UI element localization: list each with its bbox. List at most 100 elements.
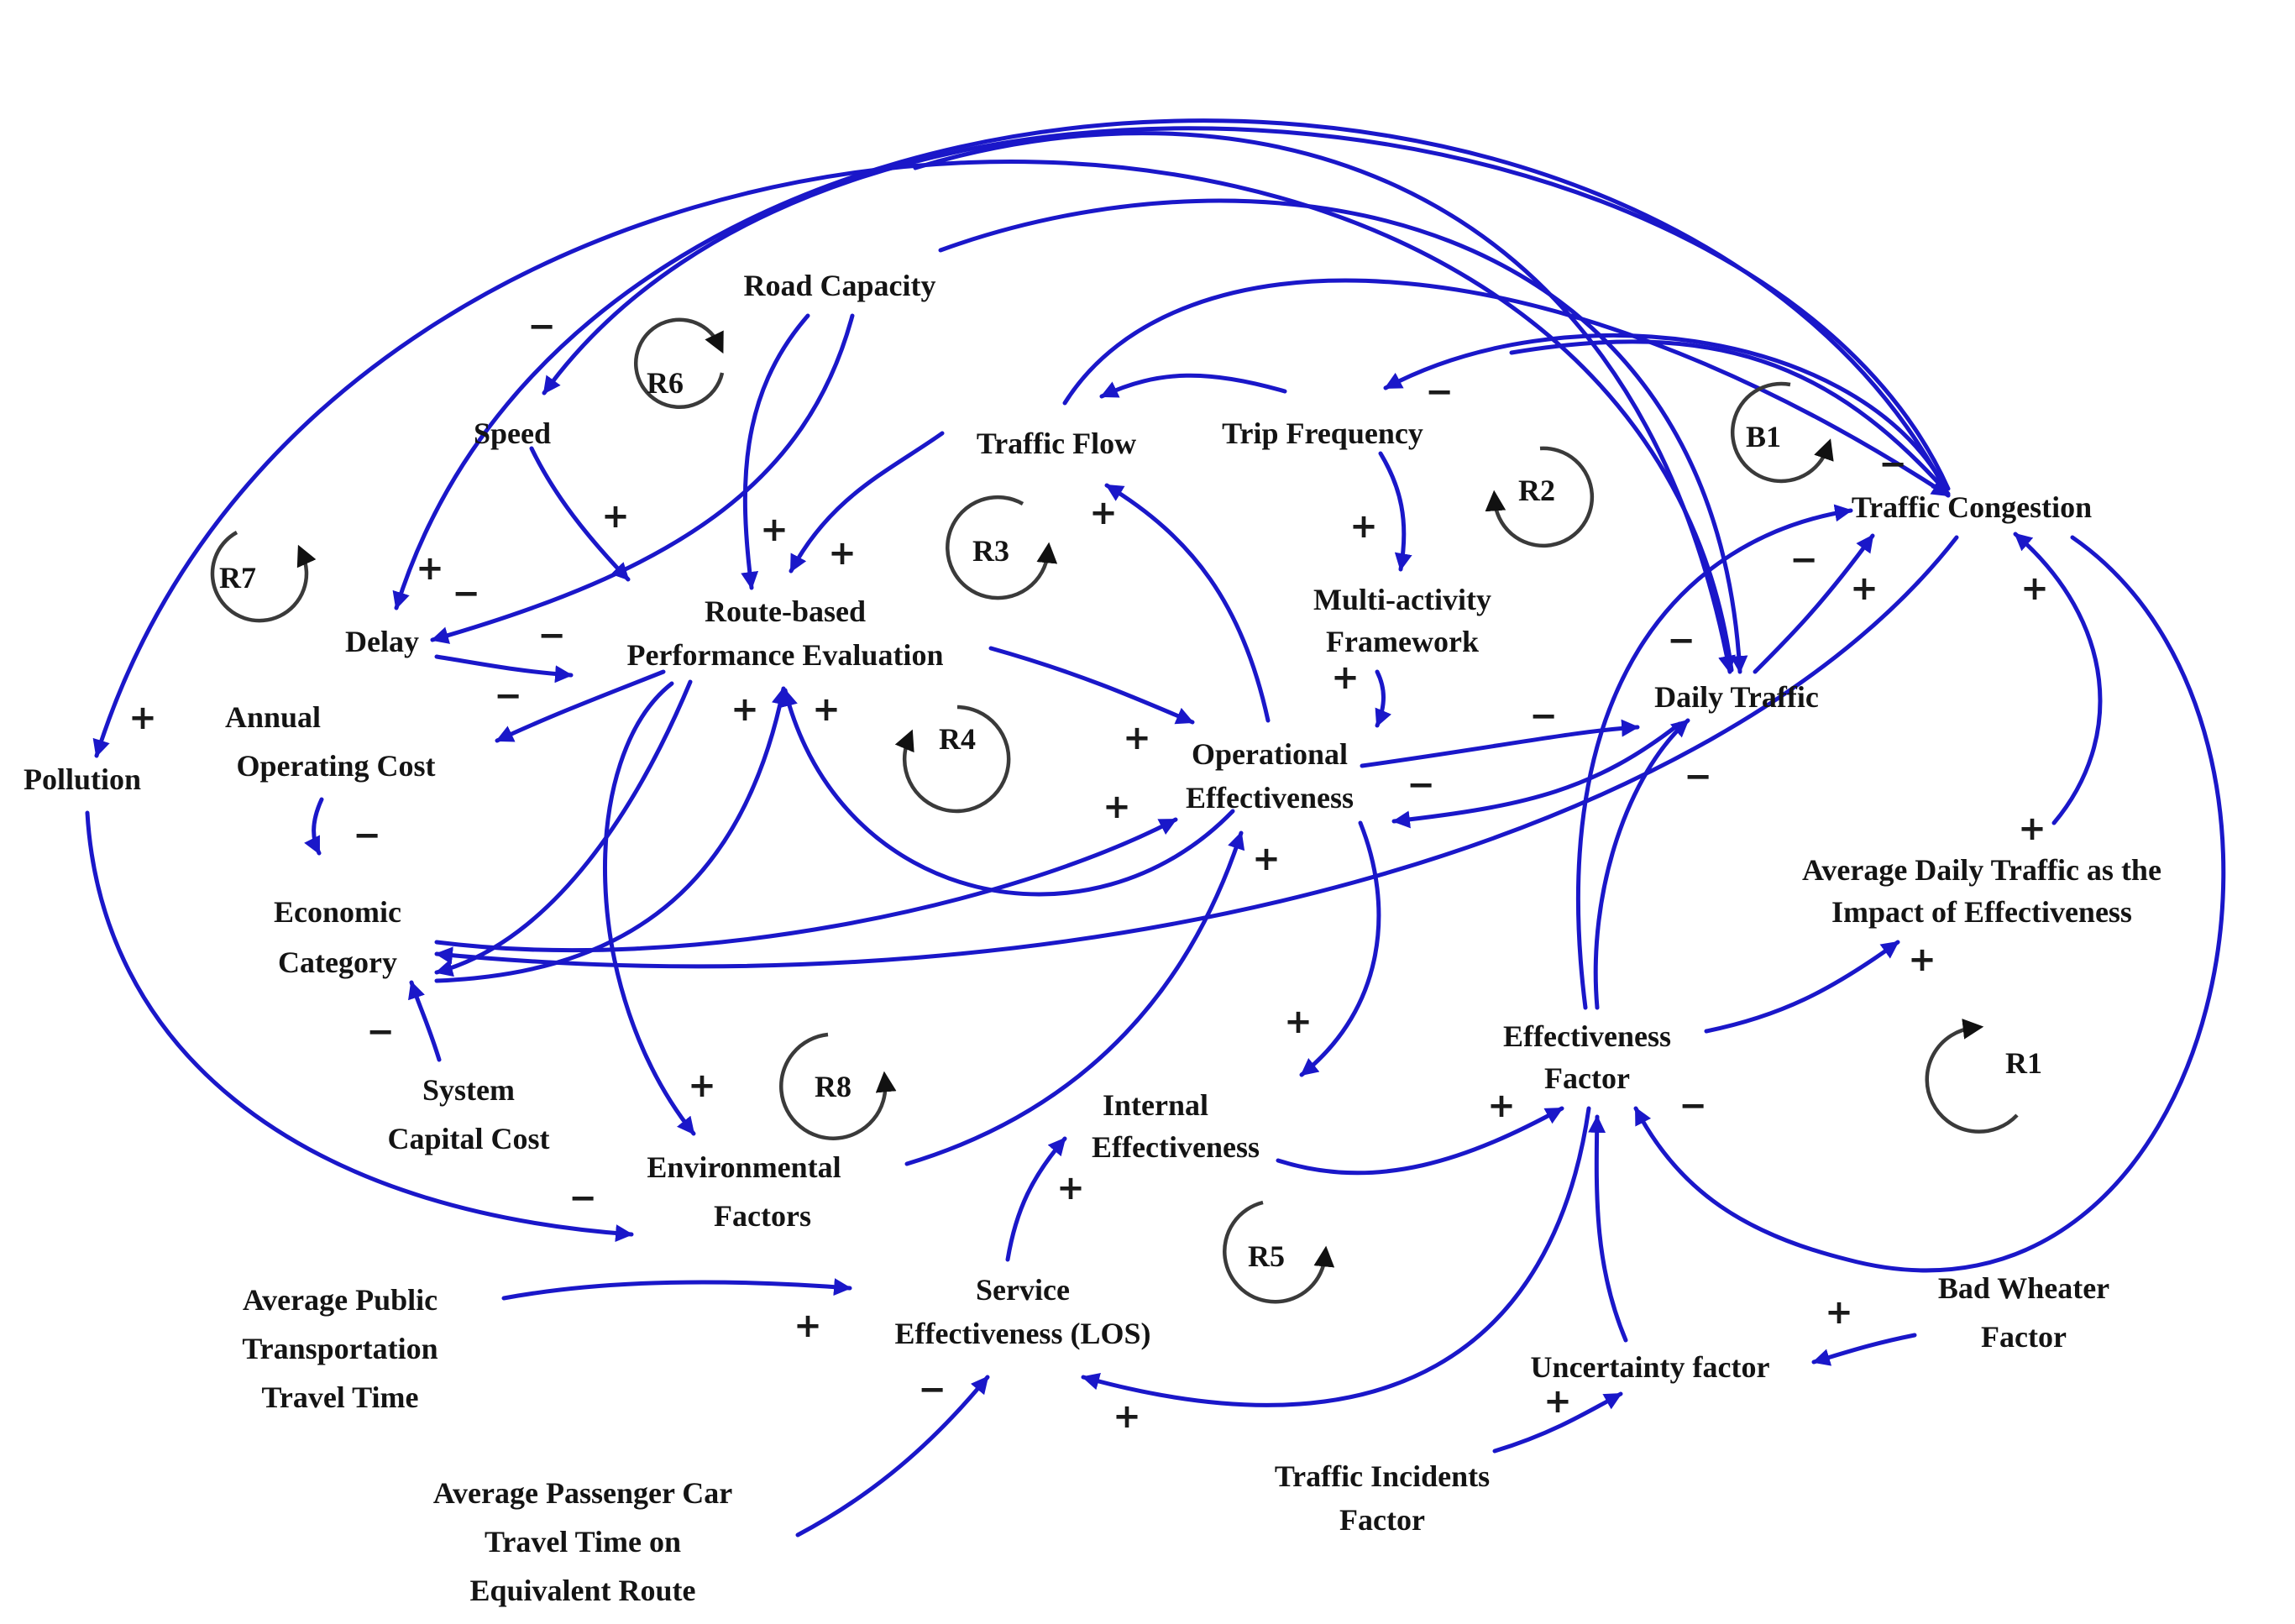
link-avgcar-to-service — [795, 1375, 990, 1538]
link-dailytraffic-to-congestion — [1753, 533, 1875, 674]
link-operational-to-route — [780, 688, 1235, 897]
link-roadcap-to-delay — [430, 313, 855, 644]
link-operational-to-dailytraffic — [1360, 719, 1640, 768]
polarity-sign: + — [1850, 569, 1878, 608]
link-environmental-to-operational — [904, 830, 1245, 1166]
polarity-sign: + — [828, 534, 857, 573]
link-effectfactor-to-avgdaily — [1704, 940, 1900, 1034]
polarity-sign: + — [1089, 494, 1118, 532]
link-dailytraffic-to-pollution — [92, 160, 1734, 758]
polarity-sign: + — [1056, 1169, 1085, 1208]
polarity-sign: − — [918, 1370, 946, 1409]
link-trafficflow-to-congestion — [1062, 278, 1951, 498]
link-route-to-environmental — [603, 681, 696, 1136]
link-delay-to-route — [434, 654, 574, 684]
polarity-sign: + — [2018, 809, 2046, 848]
node-pollution: Pollution — [24, 762, 141, 796]
link-route-to-economic — [434, 679, 693, 977]
polarity-sign: + — [731, 690, 759, 729]
polarity-sign: − — [1684, 757, 1712, 796]
polarity-sign: − — [353, 816, 381, 855]
link-speed-to-dailytraffic — [913, 131, 1736, 674]
polarity-sign: − — [537, 616, 566, 655]
polarity-sign: + — [1103, 788, 1131, 826]
node-speed: Speed — [474, 416, 551, 450]
polarity-sign: − — [1667, 621, 1695, 660]
loop-label-r6: R6 — [647, 366, 684, 400]
link-dailytraffic-to-operational — [1391, 721, 1682, 829]
loop-label-r8: R8 — [815, 1070, 851, 1103]
link-annualcost-to-economic — [304, 797, 324, 856]
polarity-sign: + — [760, 511, 789, 549]
node-delay: Delay — [345, 625, 419, 658]
polarity-sign: + — [1284, 1003, 1313, 1041]
polarity-sign: − — [1425, 373, 1454, 411]
polarity-sign: + — [416, 549, 444, 588]
polarity-sign: − — [569, 1179, 597, 1218]
link-roadcap-to-route — [741, 313, 810, 590]
loop-label-r5: R5 — [1248, 1239, 1285, 1273]
link-roadcap-to-dailytraffic — [938, 198, 1748, 674]
loop-r2: R2 — [1485, 446, 1595, 548]
polarity-sign: + — [128, 699, 157, 737]
polarity-sign: + — [2020, 569, 2049, 608]
link-congestion-to-effectfactor — [1633, 535, 2226, 1273]
loop-r5: R5 — [1223, 1200, 1335, 1304]
link-dailytraffic-to-congestion-top — [1509, 339, 1951, 496]
node-traffic-flow: Traffic Flow — [977, 427, 1136, 460]
link-service-to-internal — [1005, 1136, 1067, 1262]
link-economic-to-operational — [434, 817, 1178, 953]
polarity-sign: + — [1908, 940, 1936, 979]
polarity-sign: + — [1825, 1293, 1853, 1332]
link-capitalcost-to-economic — [408, 980, 442, 1062]
polarity-sign: + — [1331, 658, 1360, 697]
polarity-sign: − — [1789, 541, 1818, 579]
node-trip-frequency: Trip Frequency — [1222, 416, 1423, 450]
loop-label-r3: R3 — [972, 534, 1009, 568]
link-weather-to-uncertainty — [1811, 1333, 1917, 1366]
polarity-sign: − — [1679, 1087, 1707, 1125]
node-daily-traffic: Daily Traffic — [1654, 680, 1819, 714]
link-avgpublic-to-service — [501, 1278, 852, 1301]
link-economic-to-route — [434, 686, 789, 983]
link-multiactivity-to-operational — [1375, 669, 1391, 728]
polarity-signs: − + + + + − + − − + + + + + − − + + − + … — [128, 307, 2049, 1436]
node-uncertainty-factor: Uncertainty factor — [1531, 1350, 1770, 1384]
loop-b1: B1 — [1730, 381, 1834, 484]
polarity-sign: + — [1113, 1397, 1141, 1436]
polarity-sign: + — [1252, 840, 1281, 878]
polarity-sign: − — [527, 307, 556, 346]
link-tripfreq-to-trafficflow — [1099, 373, 1287, 399]
polarity-sign: + — [812, 690, 841, 729]
causal-links — [85, 118, 2226, 1538]
link-tripfreq-to-multiactivity — [1378, 451, 1412, 572]
polarity-sign: + — [794, 1307, 822, 1345]
link-congestion-to-delay — [392, 118, 1951, 610]
link-pollution-to-environmental — [85, 810, 634, 1243]
loop-r8: R8 — [779, 1032, 897, 1140]
link-effectfactor-to-congestion — [1576, 504, 1853, 1010]
loop-label-r1: R1 — [2005, 1046, 2042, 1080]
polarity-sign: + — [688, 1066, 716, 1105]
link-internal-to-effectfactor — [1276, 1106, 1564, 1176]
loop-r6: R6 — [634, 317, 725, 409]
loop-label-r4: R4 — [939, 722, 976, 756]
link-route-to-annualcost — [495, 669, 666, 743]
polarity-sign: − — [1878, 445, 1907, 484]
variables: Road Capacity Speed Traffic Flow Trip Fr… — [24, 269, 2161, 1607]
loop-r4: R4 — [894, 705, 1011, 814]
loop-r7: R7 — [210, 531, 317, 623]
polarity-sign: + — [1349, 507, 1378, 546]
polarity-sign: + — [1487, 1087, 1516, 1125]
